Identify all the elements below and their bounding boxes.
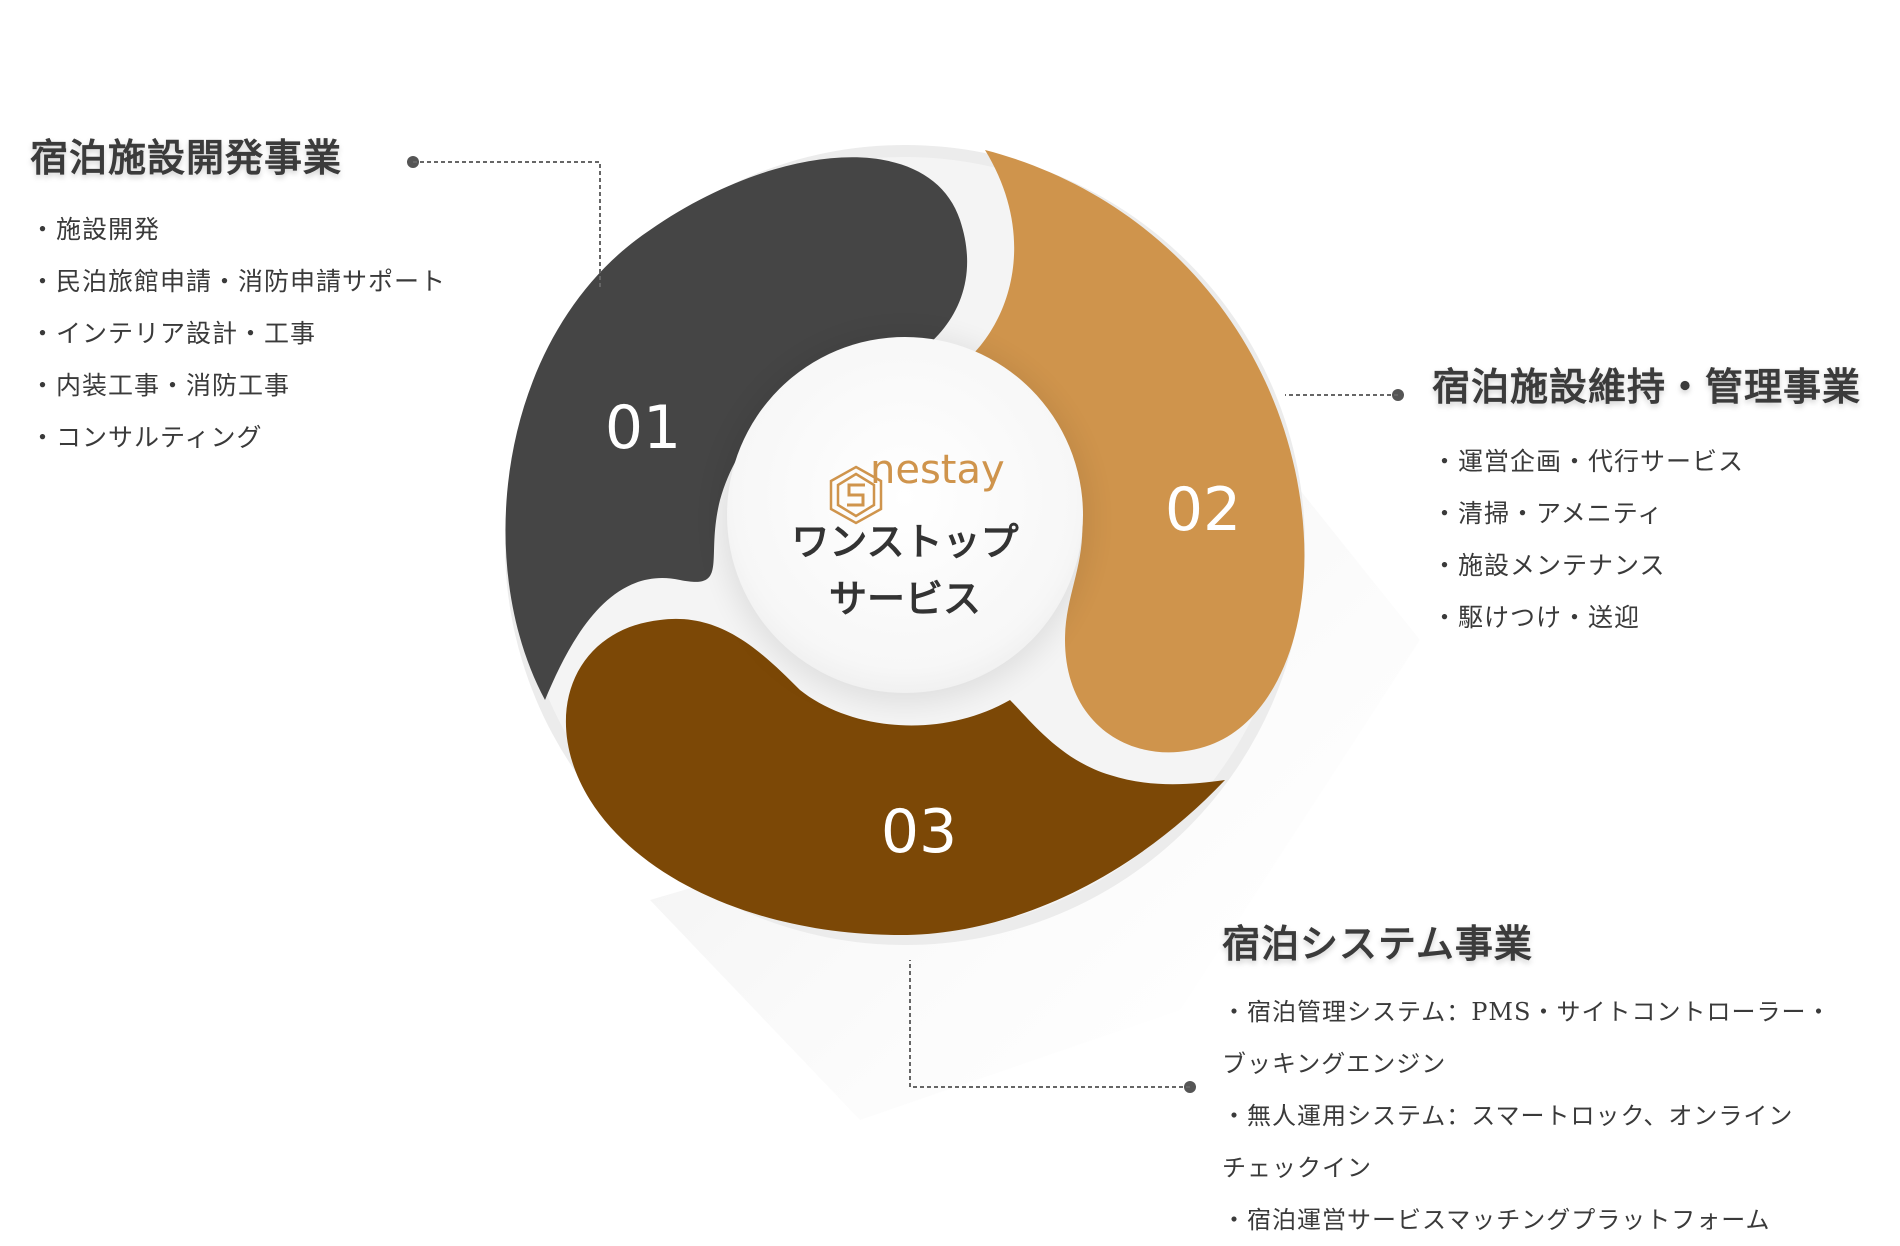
list-item: ・清掃・アメニティ	[1432, 498, 1664, 528]
list-item: ・運営企画・代行サービス	[1432, 446, 1745, 476]
connector-02	[1285, 389, 1404, 401]
logo-text: nestay	[870, 447, 1005, 493]
list-item: ・民泊旅館申請・消防申請サポート	[30, 266, 447, 296]
business-items-03: ・宿泊管理システム：PMS・サイトコントローラー・ ブッキングエンジン ・無人運…	[1222, 986, 1831, 1246]
business-heading-02: 宿泊施設維持・管理事業	[1432, 365, 1862, 409]
segment-03-number: 03	[881, 797, 957, 867]
list-item: ・宿泊運営サービスマッチングプラットフォーム	[1222, 1205, 1771, 1234]
business-heading-03: 宿泊システム事業	[1222, 922, 1533, 966]
business-block-01: 宿泊施設開発事業 ・施設開発 ・民泊旅館申請・消防申請サポート ・インテリア設計…	[30, 136, 446, 464]
business-items-01: ・施設開発 ・民泊旅館申請・消防申請サポート ・インテリア設計・工事 ・内装工事…	[30, 204, 446, 464]
business-block-02: 宿泊施設維持・管理事業 ・運営企画・代行サービス ・清掃・アメニティ ・施設メン…	[1432, 365, 1861, 644]
business-block-03: 宿泊システム事業 ・宿泊管理システム：PMS・サイトコントローラー・ ブッキング…	[1222, 922, 1831, 1246]
center-title-line1: ワンストップ	[791, 519, 1018, 564]
list-item: ブッキングエンジン	[1222, 1049, 1447, 1078]
list-item: ・施設メンテナンス	[1432, 550, 1666, 580]
list-item: ・施設開発	[30, 214, 161, 244]
segment-02-shape	[955, 150, 1305, 753]
center-title-line2: サービス	[829, 576, 981, 621]
business-items-02: ・運営企画・代行サービス ・清掃・アメニティ ・施設メンテナンス ・駆けつけ・送…	[1432, 436, 1861, 644]
list-item: チェックイン	[1222, 1153, 1372, 1182]
nestay-logo-icon	[829, 465, 883, 525]
list-item: ・コンサルティング	[30, 422, 263, 452]
segment-03-shape	[565, 618, 1225, 935]
segment-01-shape	[505, 157, 968, 700]
list-item: ・無人運用システム：スマートロック、オンライン	[1222, 1101, 1794, 1130]
segment-02-number: 02	[1165, 475, 1241, 545]
center-circle	[727, 337, 1083, 693]
list-item: ・駆けつけ・送迎	[1432, 602, 1641, 632]
list-item: ・宿泊管理システム：PMS・サイトコントローラー・	[1222, 997, 1832, 1026]
business-heading-01: 宿泊施設開発事業	[30, 136, 343, 180]
segment-01-number: 01	[605, 393, 681, 463]
connector-01	[407, 156, 601, 290]
list-item: ・内装工事・消防工事	[30, 370, 291, 400]
list-item: ・インテリア設計・工事	[30, 318, 317, 348]
connector-03	[909, 960, 1196, 1093]
